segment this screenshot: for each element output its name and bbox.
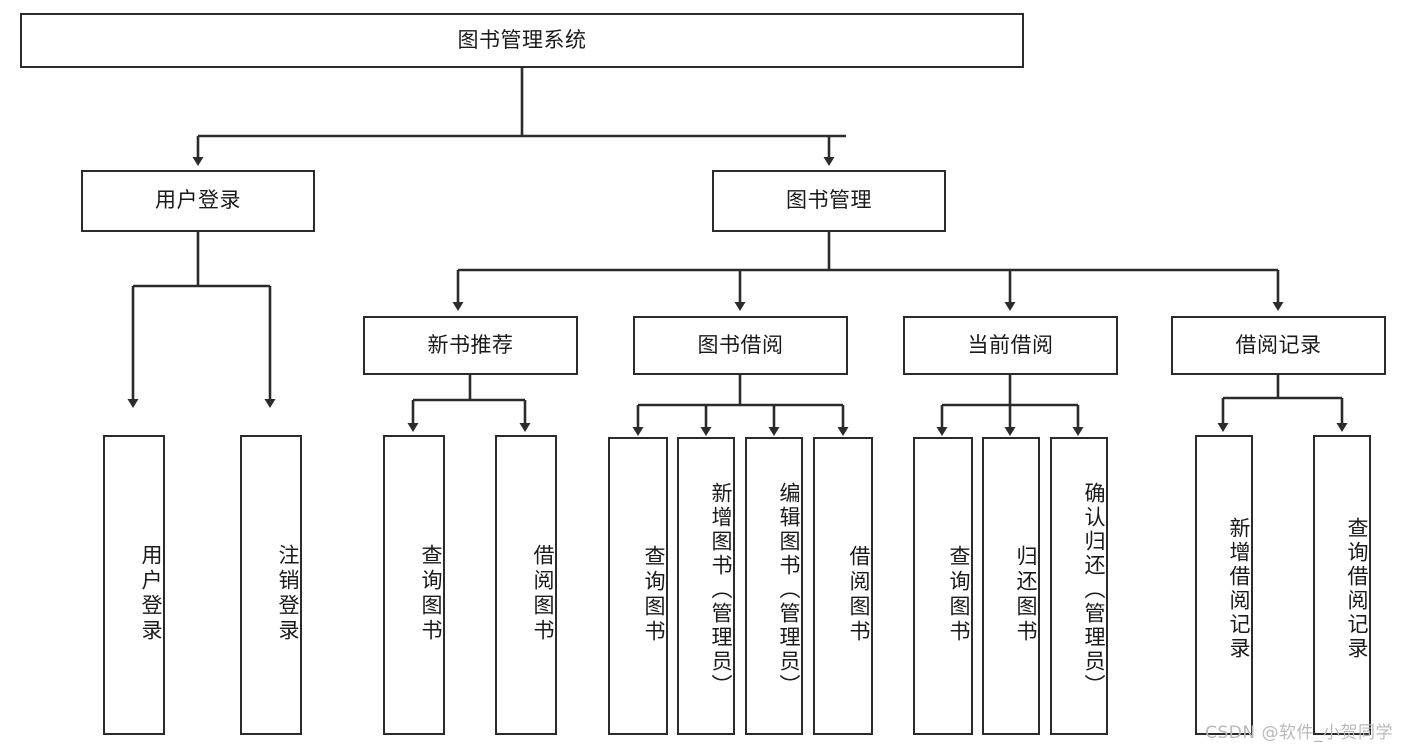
node-label: 查询图书: [642, 545, 666, 645]
node-label: 查询图书: [419, 544, 443, 644]
node-label: 新增图书（管理员）: [709, 482, 733, 698]
leaf-borrow-record-query-record[interactable]: 查询借阅记录: [1313, 435, 1371, 735]
node-new-book-recommend[interactable]: 新书推荐: [363, 316, 578, 375]
leaf-new-book-borrow-book[interactable]: 借阅图书: [495, 435, 557, 735]
node-label: 确认归还（管理员）: [1082, 482, 1106, 698]
node-user-login[interactable]: 用户登录: [81, 170, 315, 232]
leaf-current-borrow-query-book[interactable]: 查询图书: [913, 437, 973, 735]
node-label: 用户登录: [139, 544, 163, 644]
node-label: 用户登录: [155, 188, 241, 213]
node-root-book-management-system[interactable]: 图书管理系统: [20, 13, 1024, 68]
leaf-book-borrow-query-book[interactable]: 查询图书: [608, 437, 668, 735]
node-label: 新增借阅记录: [1227, 517, 1251, 661]
leaf-new-book-query-book[interactable]: 查询图书: [383, 435, 445, 735]
node-label: 借阅图书: [531, 544, 555, 644]
csdn-watermark: CSDN @软件_小贺同学: [1205, 723, 1393, 743]
node-book-management[interactable]: 图书管理: [712, 170, 946, 232]
node-label: 查询借阅记录: [1345, 517, 1369, 661]
leaf-user-login-logout[interactable]: 注销登录: [240, 435, 302, 735]
node-label: 借阅图书: [847, 545, 871, 645]
leaf-book-borrow-add-book-admin[interactable]: 新增图书（管理员）: [677, 437, 735, 735]
node-label: 当前借阅: [967, 332, 1054, 357]
leaf-book-borrow-borrow-book[interactable]: 借阅图书: [813, 437, 873, 735]
node-label: 查询图书: [947, 545, 971, 645]
node-label: 注销登录: [276, 544, 300, 644]
node-label: 新书推荐: [427, 332, 514, 357]
node-label: 图书借阅: [697, 332, 784, 357]
node-label: 归还图书: [1014, 545, 1038, 645]
node-label: 编辑图书（管理员）: [777, 482, 801, 698]
node-label: 借阅记录: [1235, 332, 1322, 357]
leaf-current-borrow-return-book[interactable]: 归还图书: [982, 437, 1040, 735]
node-book-borrow[interactable]: 图书借阅: [633, 316, 848, 375]
leaf-book-borrow-edit-book-admin[interactable]: 编辑图书（管理员）: [745, 437, 803, 735]
node-current-borrow[interactable]: 当前借阅: [903, 316, 1118, 375]
leaf-current-borrow-confirm-return-admin[interactable]: 确认归还（管理员）: [1050, 437, 1108, 735]
leaf-user-login-login[interactable]: 用户登录: [103, 435, 165, 735]
node-label: 图书管理: [786, 188, 872, 213]
leaf-borrow-record-add-record[interactable]: 新增借阅记录: [1195, 435, 1253, 735]
node-label: 图书管理系统: [457, 27, 587, 52]
node-borrow-record[interactable]: 借阅记录: [1171, 316, 1386, 375]
